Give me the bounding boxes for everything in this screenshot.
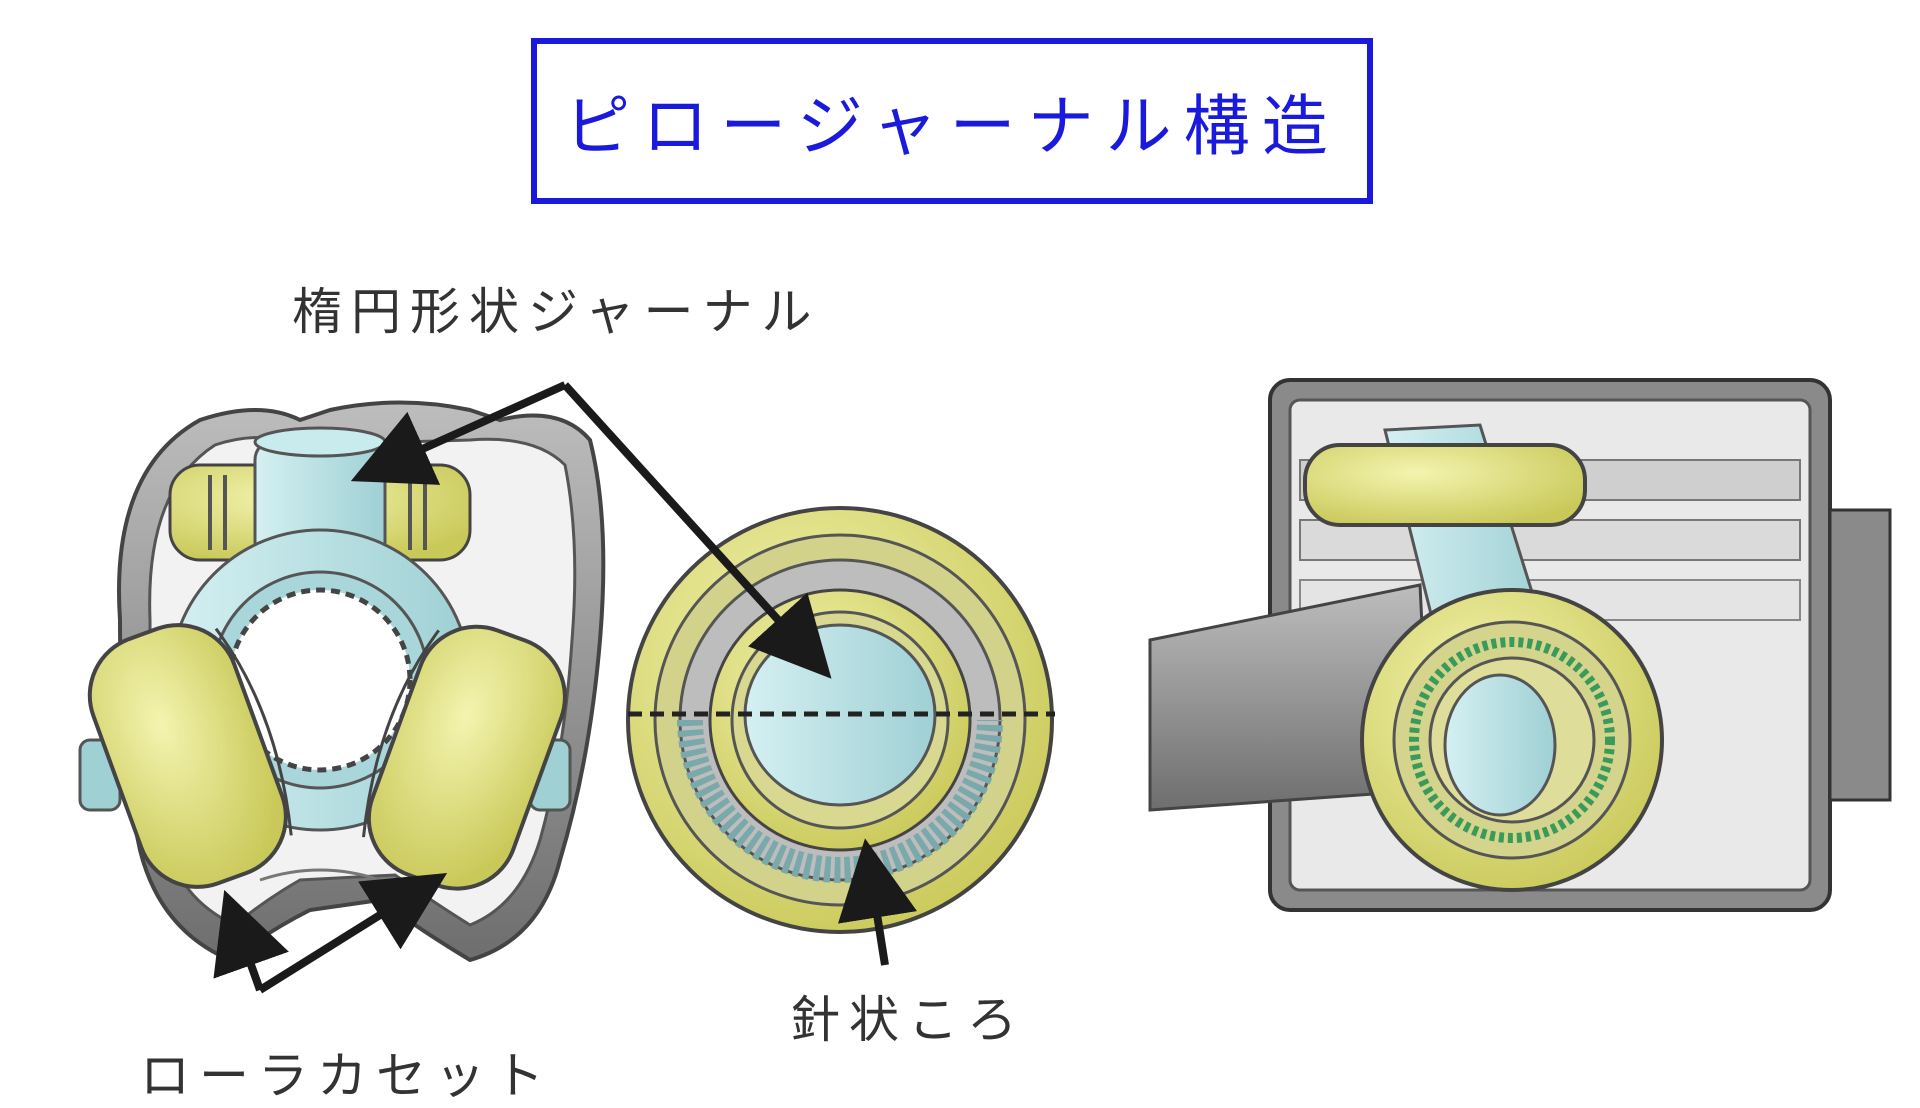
diagram-title: ピロージャーナル構造 (564, 88, 1340, 165)
housing-side-view (1148, 378, 1892, 912)
title-box: ピロージャーナル構造 (531, 38, 1373, 204)
roller-section-view (626, 506, 1055, 934)
label-elliptical-journal: 楕円形状ジャーナル (292, 283, 821, 341)
arrow-icon (213, 381, 917, 994)
tripod-joint-view (78, 400, 606, 963)
label-roller-cassette: ローラカセット (140, 1047, 553, 1105)
label-needle-rollers: 針状ころ (790, 991, 1026, 1049)
